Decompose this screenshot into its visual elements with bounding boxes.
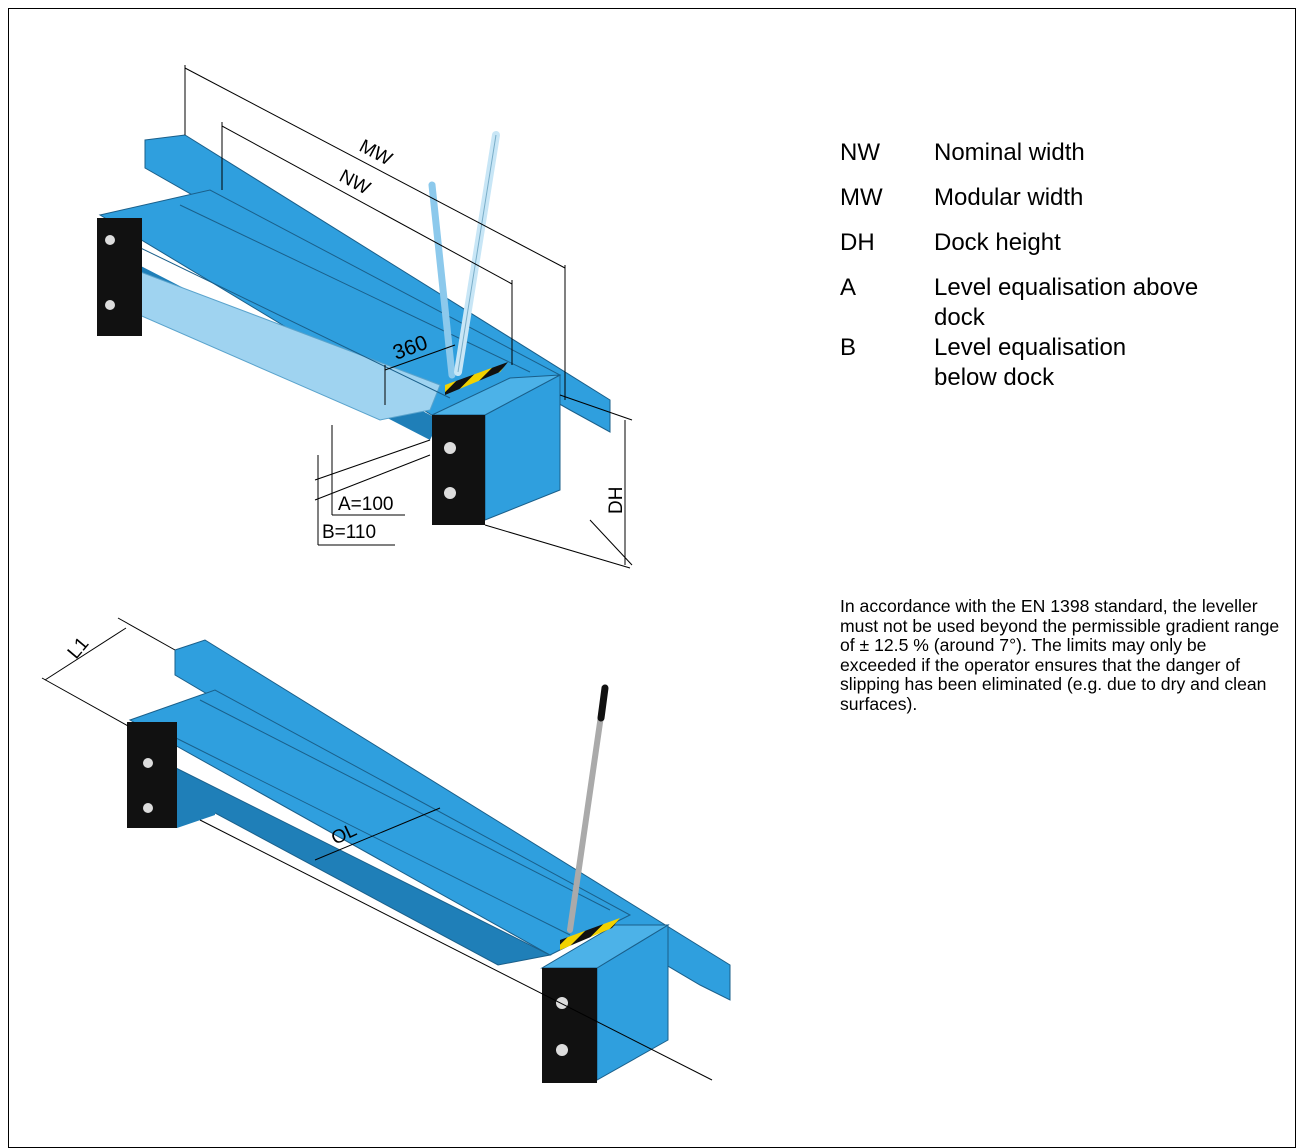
bottom-handle [567, 685, 608, 933]
legend-abbr: DH [840, 229, 875, 256]
dim-a-label: A=100 [338, 494, 393, 515]
dim-mw-label: MW [356, 136, 396, 170]
bottom-hazard-stripe [560, 918, 620, 950]
legend-text: Level equalisation below dock [934, 334, 1127, 391]
legend-abbr: MW [840, 184, 883, 211]
bottom-leveller-drawing: L1 OL [41, 617, 731, 1083]
bottom-platform-deck [128, 689, 632, 956]
legend: NW Nominal width MW Modular width DH Doc… [840, 138, 1260, 393]
standard-note: In accordance with the EN 1398 standard,… [840, 596, 1280, 714]
dim-b-label: B=110 [322, 522, 376, 543]
legend-row-nw: NW Nominal width [840, 138, 1260, 168]
dim-nw-label: NW [336, 166, 374, 199]
legend-abbr: B [840, 334, 857, 361]
legend-row-dh: DH Dock height [840, 228, 1260, 258]
legend-text: Nominal width [934, 139, 1085, 166]
legend-abbr: NW [840, 139, 880, 166]
top-leveller-drawing: MW NW 360 A=100 B=110 DH [97, 65, 633, 569]
legend-abbr: A [840, 274, 857, 301]
top-hazard-stripe [445, 362, 508, 395]
top-right-buffer [432, 415, 485, 525]
bottom-dimensions [41, 617, 713, 1081]
legend-text: Level equalisation above dock [934, 274, 1199, 331]
legend-row-a: A Level equalisation above dock [840, 273, 1260, 333]
bottom-right-buffer [542, 968, 597, 1083]
top-dimensions [184, 65, 633, 569]
dim-dh-label: DH [606, 487, 627, 514]
top-handle-1 [428, 181, 456, 379]
bottom-left-buffer [127, 722, 177, 828]
dim-l1-label: L1 [64, 634, 94, 664]
legend-row-mw: MW Modular width [840, 183, 1260, 213]
legend-text: Dock height [934, 229, 1061, 256]
legend-row-b: B Level equalisation below dock [840, 333, 1260, 393]
top-left-buffer [97, 218, 142, 336]
legend-text: Modular width [934, 184, 1084, 211]
